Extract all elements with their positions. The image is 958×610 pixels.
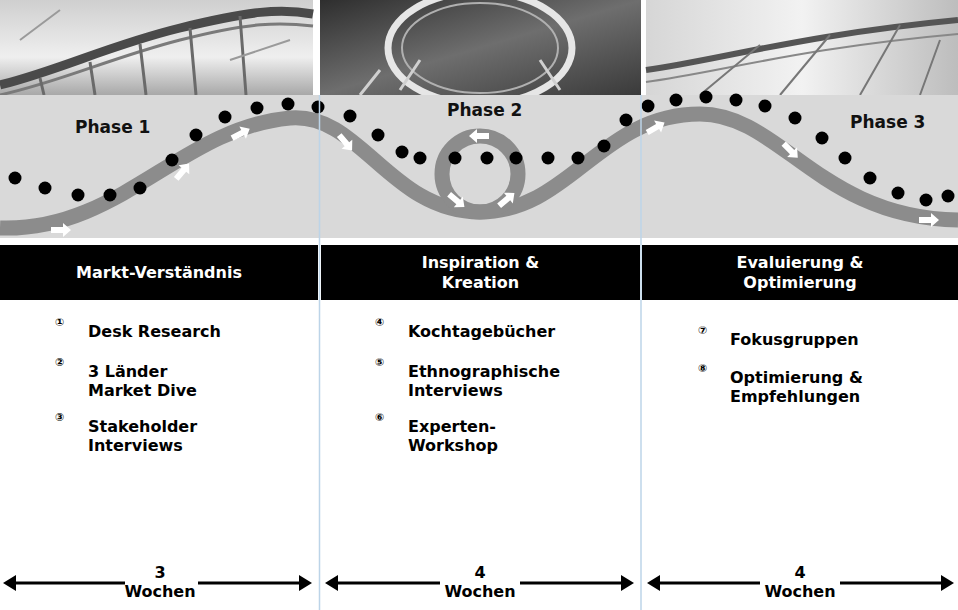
- label-slot: Optimierung & Empfehlungen: [730, 368, 905, 406]
- phase-header-bar: Markt-Verständnis: [0, 245, 318, 300]
- phase-header-bar: Inspiration & Kreation: [321, 245, 640, 300]
- step-label: Desk Research: [88, 322, 298, 341]
- column-separator: [320, 95, 642, 610]
- coaster-photo: [320, 0, 641, 104]
- coaster-photo: [646, 0, 958, 95]
- label-slot: ②: [55, 356, 64, 369]
- label-slot: ①: [55, 316, 64, 329]
- label-slot: 3 Länder Market Dive: [88, 362, 218, 400]
- step-label: Fokusgruppen: [730, 330, 940, 349]
- phase-title: Evaluierung & Optimierung: [715, 253, 885, 291]
- callout-number: ⑤: [375, 356, 384, 369]
- step-label: Kochtagebücher: [408, 322, 618, 341]
- label-slot: ③: [55, 411, 64, 424]
- callout-number: ②: [55, 356, 64, 369]
- callout-number: ④: [375, 316, 384, 329]
- phase-title: Inspiration & Kreation: [396, 253, 566, 291]
- step-label: Experten-Workshop: [408, 417, 573, 455]
- track-band: [0, 95, 958, 238]
- step-label: Stakeholder Interviews: [88, 417, 238, 455]
- label-slot: 4 Wochen: [761, 563, 839, 601]
- label-slot: ⑦: [698, 324, 707, 337]
- phase-label: Phase 3: [850, 112, 925, 132]
- step-label: Ethnographische Interviews: [408, 362, 583, 400]
- track: [0, 114, 958, 228]
- label-slot: ⑧: [698, 362, 707, 375]
- step-label: Optimierung & Empfehlungen: [730, 368, 905, 406]
- coaster-photo: [0, 0, 313, 95]
- callout-number: ③: [55, 411, 64, 424]
- label-slot: 4 Wochen: [441, 563, 519, 601]
- track-arrows: [51, 116, 939, 237]
- label-slot: ⑤: [375, 356, 384, 369]
- label-slot: Phase 3: [850, 112, 925, 132]
- phase-label: Phase 2: [447, 100, 522, 120]
- label-slot: Kochtagebücher: [408, 322, 618, 341]
- label-slot: ④: [375, 316, 384, 329]
- phase-label: Phase 1: [75, 117, 150, 137]
- callout-number: ⑥: [375, 411, 384, 424]
- label-slot: Phase 2: [447, 100, 522, 120]
- callout-number: ⑦: [698, 324, 707, 337]
- step-label: 3 Länder Market Dive: [88, 362, 218, 400]
- track-dots: [9, 91, 955, 207]
- duration-label: 4 Wochen: [761, 563, 839, 601]
- label-slot: ⑥: [375, 411, 384, 424]
- label-slot: Phase 1: [75, 117, 150, 137]
- label-slot: Stakeholder Interviews: [88, 417, 238, 455]
- label-slot: 3 Wochen: [121, 563, 199, 601]
- phase-header-bar: Evaluierung & Optimierung: [642, 245, 958, 300]
- callout-number: ⑧: [698, 362, 707, 375]
- label-slot: Experten-Workshop: [408, 417, 573, 455]
- callout-number: ①: [55, 316, 64, 329]
- phase-title: Markt-Verständnis: [76, 263, 242, 282]
- label-slot: Desk Research: [88, 322, 298, 341]
- duration-label: 4 Wochen: [441, 563, 519, 601]
- label-slot: Fokusgruppen: [730, 330, 940, 349]
- label-slot: Ethnographische Interviews: [408, 362, 583, 400]
- duration-label: 3 Wochen: [121, 563, 199, 601]
